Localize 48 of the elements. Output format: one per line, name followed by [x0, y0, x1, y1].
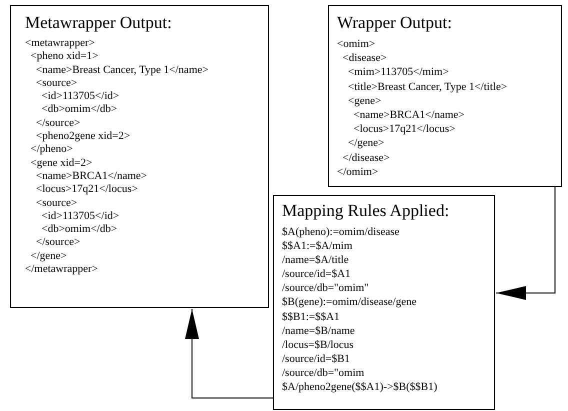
code-line: <omim> [337, 37, 376, 52]
text-panel [273, 195, 495, 410]
code-line: /name=$B/name [282, 324, 356, 338]
code-line: </disease> [342, 150, 391, 165]
code-line: /source/id=$B1 [282, 352, 351, 366]
code-line: </source> [35, 236, 82, 250]
code-line: <title>Breast Cancer, Type 1</title> [347, 80, 508, 94]
code-line: <name>Breast Cancer, Type 1</name> [35, 64, 210, 77]
arrow [496, 186, 556, 300]
code-line: <gene> [347, 94, 382, 108]
code-line: <disease> [342, 51, 388, 66]
code-line: </source> [35, 116, 82, 130]
code-line: $A/pheno2gene($$A1)->$B($$B1) [282, 380, 438, 394]
text-panel [10, 5, 269, 308]
code-line: </gene> [347, 136, 386, 151]
text-panel [328, 5, 562, 187]
code-line: $A(pheno):=omim/disease [282, 225, 400, 240]
code-line: <id>113705</id> [40, 210, 120, 224]
panel-heading: Metawrapper Output: [25, 12, 173, 34]
code-line: </metawrapper> [25, 263, 99, 276]
code-line: <mim>113705</mim> [347, 65, 450, 80]
code-line: <pheno xid=1> [30, 50, 100, 64]
code-line: <metawrapper> [25, 37, 96, 50]
code-line: <locus>17q21</locus> [35, 183, 139, 197]
code-line: $$A1:=$A/mim [282, 239, 354, 254]
code-line: /source/db="omim" [282, 281, 370, 296]
code-line: <name>BRCA1</name> [35, 170, 148, 184]
panel-heading: Mapping Rules Applied: [282, 200, 450, 222]
code-line: $B(gene):=omim/disease/gene [282, 295, 418, 310]
code-line: <locus>17q21</locus> [352, 122, 456, 136]
panel-heading: Wrapper Output: [337, 12, 453, 34]
code-line: <id>113705</id> [40, 90, 120, 104]
code-line: <source> [35, 76, 78, 90]
code-line: <gene xid=2> [30, 156, 94, 170]
code-line: <name>BRCA1</name> [352, 108, 466, 122]
arrow [185, 308, 274, 398]
code-line: /source/id=$A1 [282, 267, 352, 282]
code-line: <db>omim</db> [40, 103, 118, 117]
code-line: </omim> [337, 164, 380, 180]
code-line: <pheno2gene xid=2> [35, 130, 132, 144]
code-line: /locus=$B/locus [282, 338, 355, 352]
code-line: <source> [35, 196, 78, 210]
code-line: $$B1:=$$A1 [282, 310, 341, 324]
code-line: <db>omim</db> [40, 223, 118, 236]
code-line: </gene> [30, 250, 68, 264]
code-line: </pheno> [30, 143, 74, 157]
code-line: /name=$A/title [282, 253, 350, 268]
code-line: /source/db="omim [282, 366, 366, 380]
